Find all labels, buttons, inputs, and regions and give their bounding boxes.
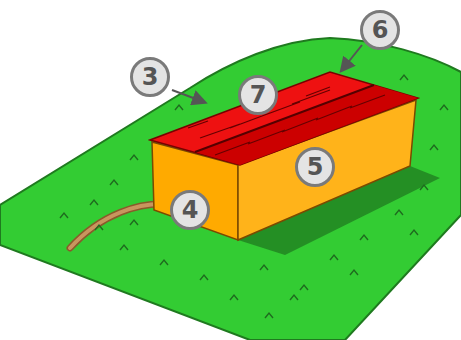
ground (0, 38, 461, 340)
callout-circle: 7 (238, 75, 278, 115)
callout-circle: 4 (170, 190, 210, 230)
callout-number: 7 (250, 83, 267, 107)
callout-number: 5 (307, 155, 324, 179)
leader-arrow (342, 45, 362, 70)
callout-number: 4 (182, 198, 199, 222)
roof (150, 72, 418, 165)
callout-circle: 3 (130, 57, 170, 97)
callout-number: 3 (142, 65, 159, 89)
callout-circle: 6 (360, 10, 400, 50)
callout-circle: 5 (295, 147, 335, 187)
callout-number: 6 (372, 18, 389, 42)
leader-arrow (172, 90, 204, 102)
